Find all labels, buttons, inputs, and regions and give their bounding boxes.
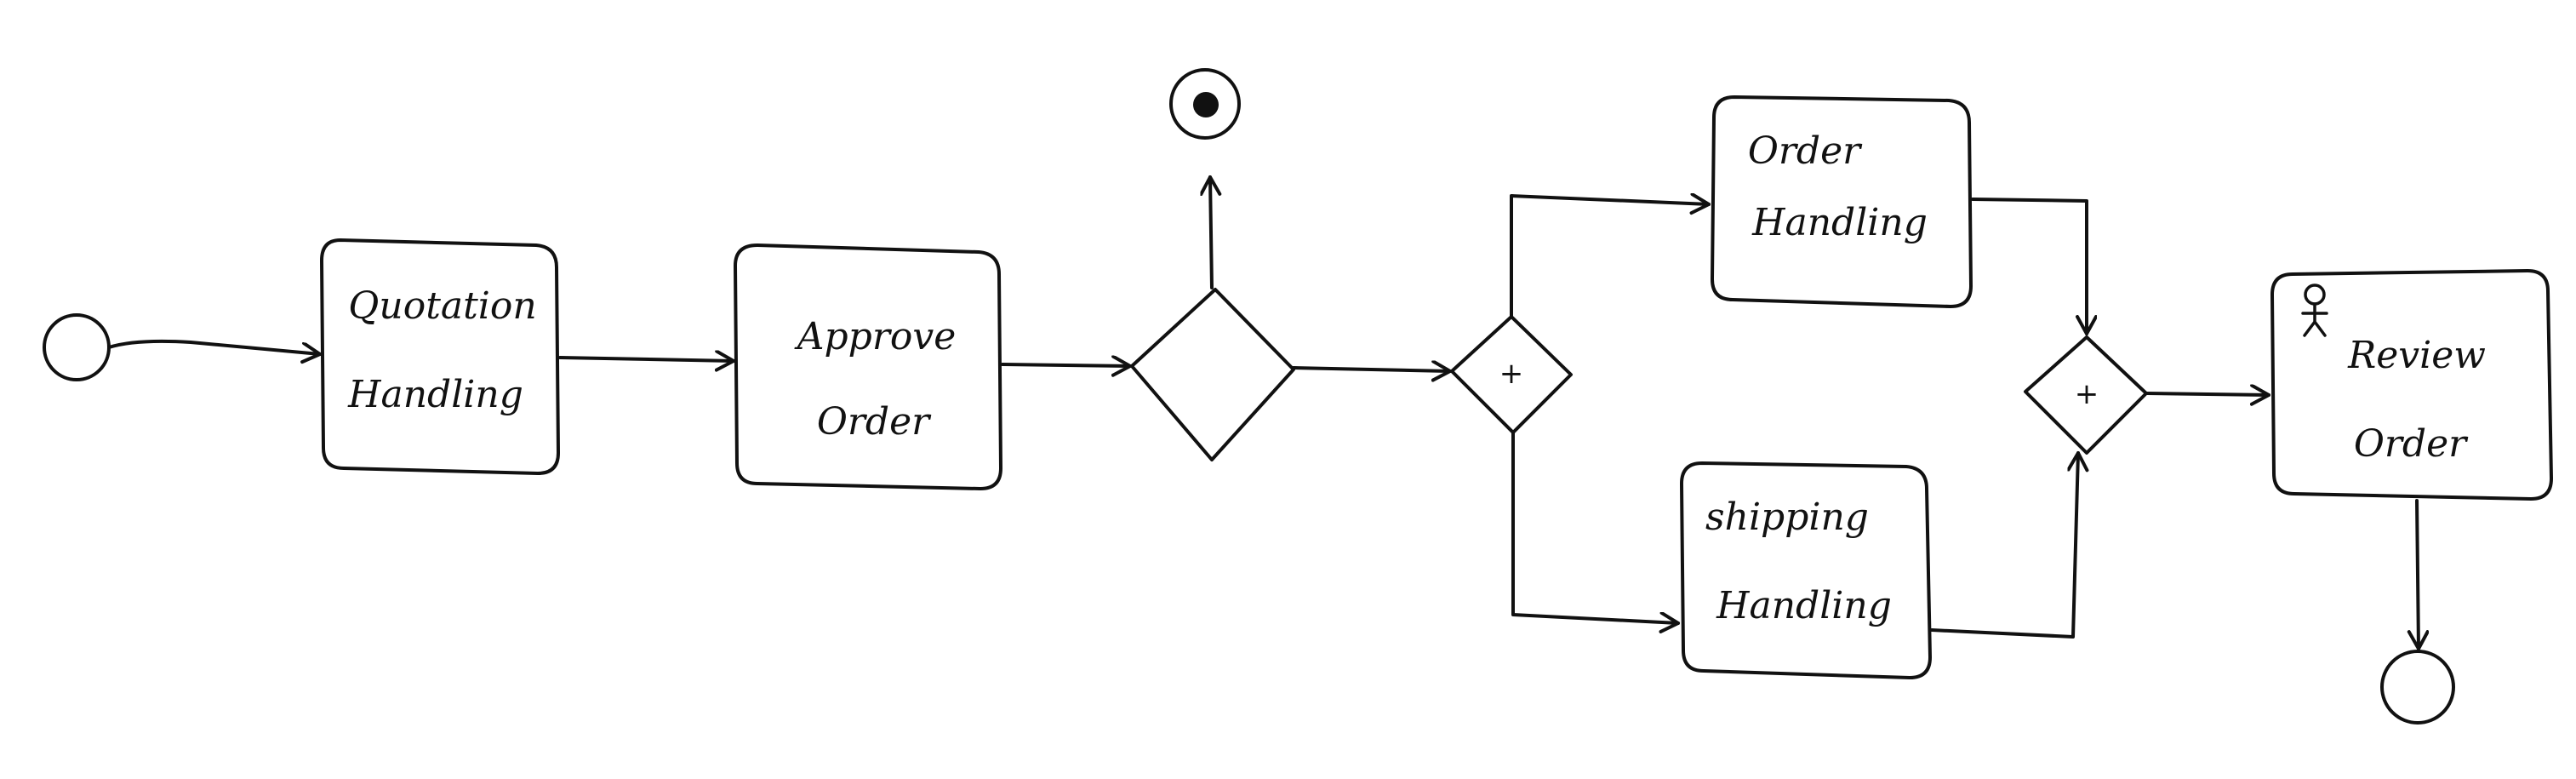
task-label-line2: Handling	[1751, 201, 1928, 244]
task-label-line2: Order	[2354, 422, 2469, 466]
task-label-line1: Review	[2347, 334, 2486, 377]
task-approve-order[interactable]: Approve Order	[734, 243, 1002, 490]
gateway-plus-symbol: +	[2075, 377, 2099, 411]
task-shipping-handling[interactable]: shipping Handling	[1680, 461, 1932, 679]
task-label-line1: shipping	[1705, 495, 1869, 539]
task-label-line1: Approve	[794, 315, 957, 358]
task-label-line2: Handling	[1716, 584, 1892, 627]
task-label-line1: Quotation	[348, 284, 536, 328]
task-label-line1: Order	[1748, 129, 1863, 173]
parallel-split-gateway: +	[1450, 315, 1573, 434]
flow-start-to-quotation	[107, 339, 322, 354]
start-event-icon	[43, 313, 111, 381]
parallel-join-gateway: +	[2024, 335, 2148, 455]
flow-join-to-review	[2145, 393, 2270, 395]
flow-split-to-shipping	[1511, 431, 1680, 623]
flow-gateway-to-split	[1292, 368, 1452, 371]
gateway-plus-symbol: +	[1499, 357, 1524, 391]
task-label-line2: Handling	[347, 373, 523, 416]
flow-quotation-to-approve	[558, 358, 735, 361]
flow-split-to-order-handling	[1510, 196, 1711, 318]
flow-review-to-end	[2417, 499, 2419, 650]
task-quotation-handling[interactable]: Quotation Handling	[320, 238, 560, 475]
end-event-icon	[2380, 650, 2455, 725]
task-label-line2: Order	[817, 400, 932, 444]
user-task-marker-icon	[2301, 284, 2328, 337]
flow-approve-to-gateway	[1001, 364, 1132, 366]
flow-shipping-to-join	[1930, 451, 2078, 639]
flow-order-handling-to-join	[1971, 198, 2087, 335]
exclusive-gateway	[1130, 288, 1295, 461]
flow-gateway-to-terminate	[1210, 175, 1212, 289]
task-review-order[interactable]: Review Order	[2270, 269, 2553, 501]
task-order-handling[interactable]: Order Handling	[1711, 95, 1973, 308]
terminate-event-icon	[1169, 68, 1241, 140]
